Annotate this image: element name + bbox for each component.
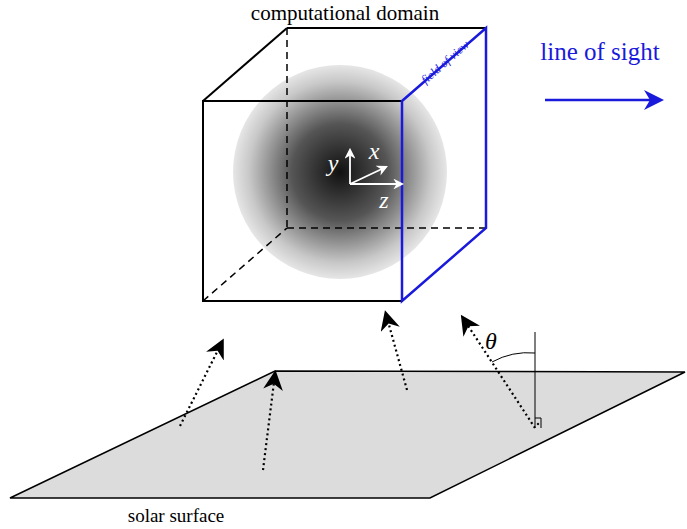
rays [180,314,535,470]
sphere [233,65,447,279]
axis-label: z [379,188,388,213]
los-label: line of sight [525,39,675,65]
axis-label: x [369,139,380,164]
hidden-edges [203,28,486,301]
angle-mark [492,332,541,428]
line-of-sight-arrow [545,99,660,102]
angle-label: θ [485,329,497,354]
cube-edges [203,28,486,301]
field-of-view-face [402,28,486,301]
solar-surface [10,371,685,498]
title: computational domain [251,2,439,24]
axis-label: y [328,151,339,176]
surface-label: solar surface [128,506,225,526]
fov-label: field of view [419,38,472,86]
